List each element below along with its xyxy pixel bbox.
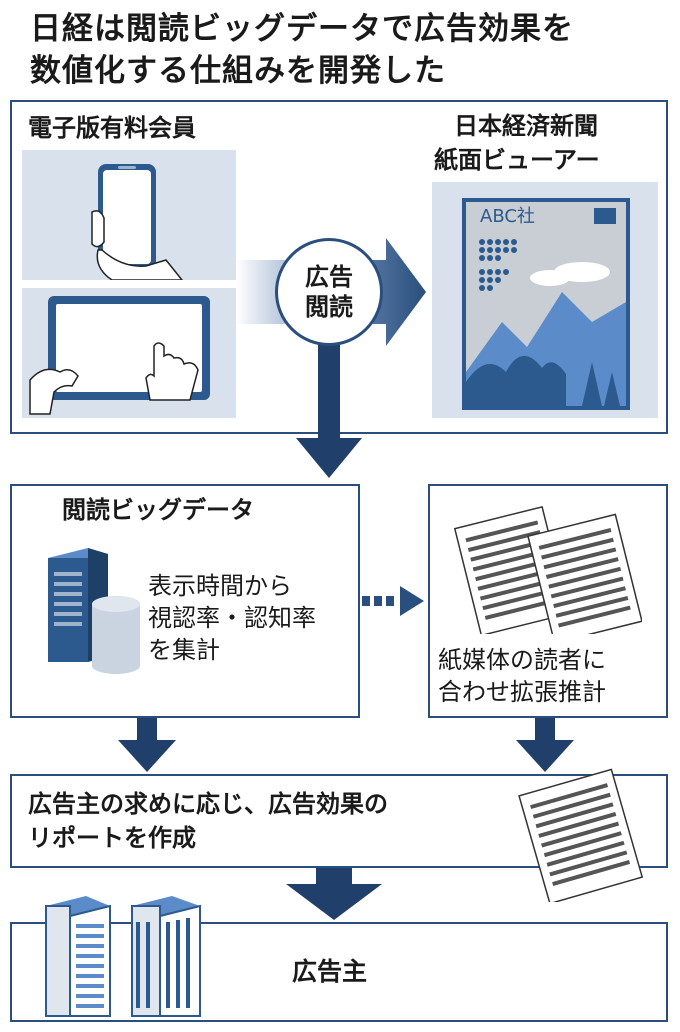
bigdata-text-line-2: 視認率・認知率 bbox=[148, 604, 316, 632]
title-line-1: 日経は閲読ビッグデータで広告効果を bbox=[30, 11, 574, 47]
title-line-2: 数値化する仕組みを開発した bbox=[30, 53, 446, 89]
bigdata-text-line-1: 表示時間から bbox=[148, 572, 292, 600]
digital-member-label: 電子版有料会員 bbox=[28, 114, 196, 142]
flow-arrow-to-bigdata bbox=[296, 330, 362, 478]
viewer-label-line-2: 紙面ビューアー bbox=[434, 146, 600, 174]
advertiser-label: 広告主 bbox=[292, 957, 368, 986]
server-icon bbox=[48, 548, 140, 674]
flow-arrow-to-advertiser bbox=[286, 868, 382, 920]
estimate-text-line-2: 合わせ拡張推計 bbox=[438, 678, 606, 706]
report-document-icon bbox=[518, 768, 644, 902]
ad-reading-badge: 広告 閲読 bbox=[275, 238, 383, 346]
flow-arrow-bigdata-to-report bbox=[118, 718, 176, 772]
newspaper-logo: ABC社 bbox=[480, 206, 535, 227]
tablet-icon bbox=[29, 296, 210, 415]
advertiser-box bbox=[10, 922, 668, 1022]
dashed-arrow-to-estimate bbox=[362, 586, 424, 616]
documents-icon bbox=[453, 505, 642, 634]
bigdata-heading: 閲読ビッグデータ bbox=[62, 496, 254, 524]
newspaper-icon: ABC社 bbox=[462, 198, 630, 410]
smartphone-icon bbox=[91, 164, 183, 280]
estimate-text-line-1: 紙媒体の読者に bbox=[438, 646, 606, 674]
viewer-label-line-1: 日本経済新聞 bbox=[454, 112, 598, 140]
bigdata-text-line-3: を集計 bbox=[148, 636, 220, 664]
badge-line-1: 広告 bbox=[305, 263, 353, 291]
diagram-title: 日経は閲読ビッグデータで広告効果を 数値化する仕組みを開発した bbox=[30, 8, 670, 92]
office-building-icon bbox=[45, 896, 201, 1017]
report-text-line-2: リポートを作成 bbox=[28, 824, 196, 852]
report-text-line-1: 広告主の求めに応じ、広告効果の bbox=[28, 790, 388, 818]
badge-line-2: 閲読 bbox=[305, 293, 353, 321]
flow-arrow-estimate-to-report bbox=[516, 718, 574, 772]
